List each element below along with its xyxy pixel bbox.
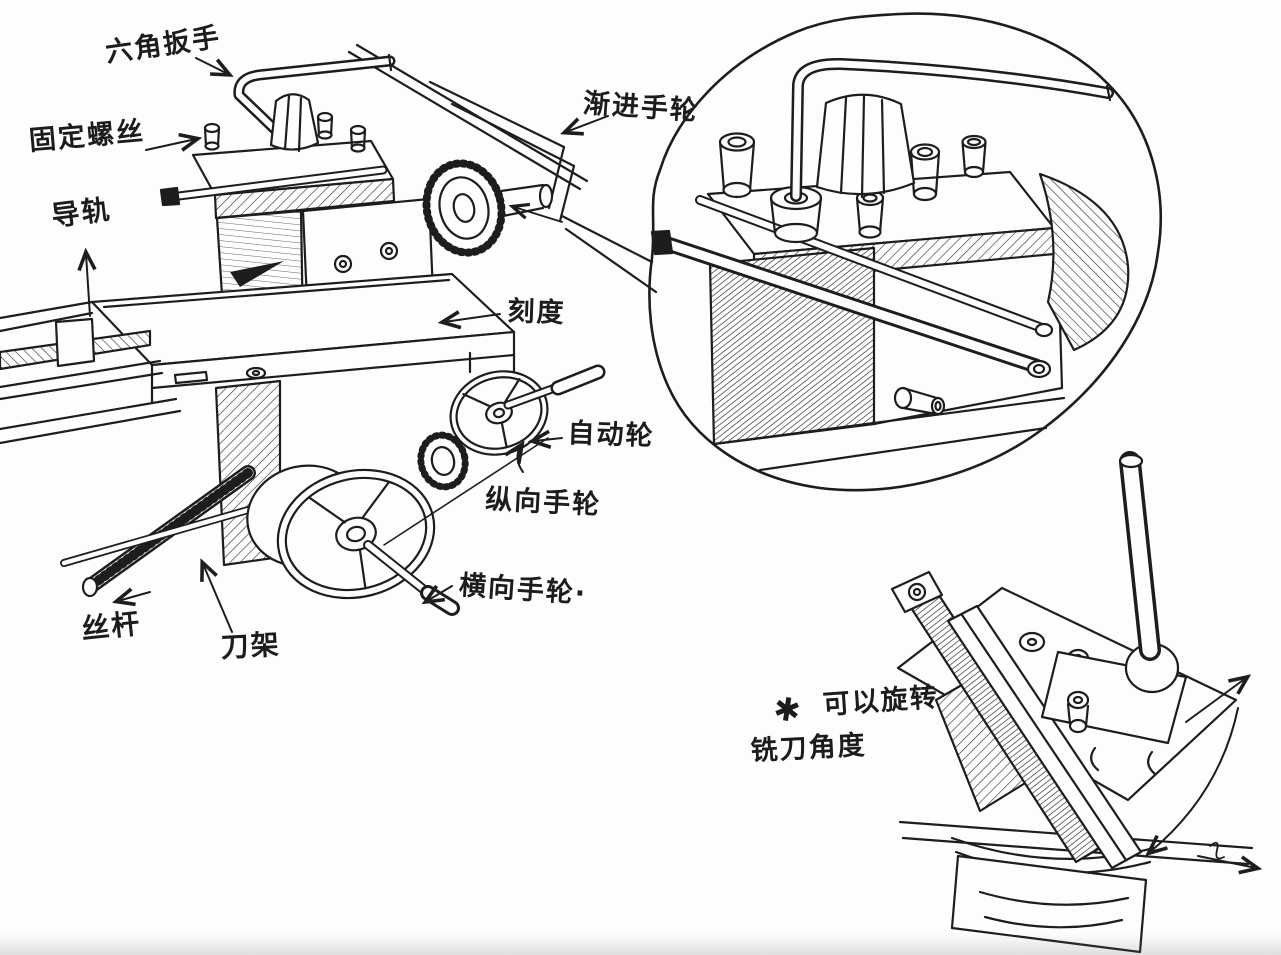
label-longitudinal-handwheel: 纵向手轮: [484, 484, 602, 522]
bed-arrow: [1197, 855, 1256, 868]
hex-wrench-detail-sketch: [790, 57, 1114, 202]
arrow-lead-screw: [118, 592, 151, 601]
arrow-hex-wrench: [195, 57, 228, 74]
label-scale: 刻度: [506, 296, 567, 330]
hex-wrench-sketch: [233, 53, 396, 149]
label-rotate-note-1: 可以旋转: [821, 681, 940, 721]
arrow-longitudinal-handwheel: [517, 446, 523, 473]
arrow-cross-handwheel: [427, 586, 453, 601]
label-arrows: [86, 57, 609, 633]
arrow-guide-rail: [86, 254, 90, 317]
cap-screws-sketch: [718, 132, 987, 239]
arrow-scale: [444, 314, 501, 322]
arrow-fixing-screw: [145, 139, 196, 150]
arrow-tool-post: [203, 564, 233, 633]
tool-post-sketch: [159, 93, 554, 346]
detail-bubble-sketch: [514, 12, 1162, 492]
arrow-feed-handwheel: [566, 115, 609, 132]
rotation-arrow: [1150, 707, 1239, 852]
label-lead-screw: 丝杆: [79, 606, 143, 646]
arrow-auto-wheel: [534, 438, 563, 441]
auto-feed-knob-sketch: [417, 431, 469, 491]
squiggle-mark: [1209, 841, 1225, 860]
background-lathe-lines: [347, 43, 589, 223]
label-feed-handwheel: 渐进手轮: [581, 88, 700, 128]
rotating-toolholder-sketch: [890, 451, 1256, 954]
cross-handwheel-sketch: [246, 464, 460, 616]
corner-arrow: [1185, 678, 1246, 723]
bubble-leader-arrow: [514, 207, 563, 223]
star-mark: ✱: [771, 689, 805, 731]
cross-slide-base-sketch: [0, 272, 516, 445]
fixing-screws-sketch: [203, 111, 367, 153]
label-rotate-note-2: 铣刀角度: [749, 729, 868, 767]
label-tool-post: 刀架: [219, 627, 282, 664]
label-auto-wheel: 自动轮: [566, 418, 656, 453]
label-guide-rail: 导轨: [49, 192, 114, 233]
feed-dial-sketch: [422, 159, 506, 257]
paper-shadow: [0, 933, 1281, 955]
